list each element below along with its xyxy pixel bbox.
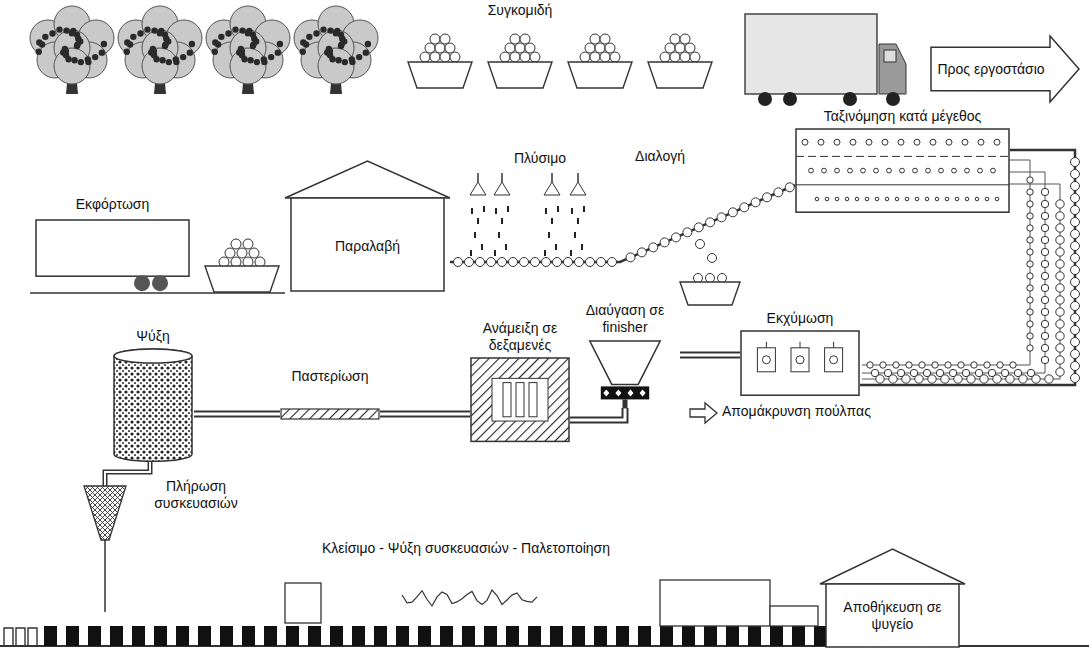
sorter-shape <box>795 128 1010 213</box>
filling-funnel <box>84 462 150 612</box>
sprinkler <box>570 173 586 256</box>
node-label: Ταξινόμηση κατά μέγεθος <box>795 108 1010 125</box>
funnel-shape <box>570 339 680 408</box>
harvest-bin <box>488 34 552 88</box>
node-label: Εκχύμωση <box>740 310 860 327</box>
node-label: Ψύξη <box>112 328 194 345</box>
tank-shape <box>470 357 570 442</box>
harvest-bin <box>568 34 632 88</box>
process-node: Ψύξη <box>112 328 194 462</box>
pipe-connector <box>194 414 280 415</box>
step-label: Διαλογή <box>620 148 700 165</box>
bar-shape <box>280 408 380 420</box>
orange-tree <box>206 6 290 94</box>
node-label: Προς εργοστάσιο <box>937 61 1044 78</box>
house-shape <box>820 548 965 648</box>
harvest-bin <box>408 34 472 88</box>
orange-tree <box>294 6 378 94</box>
sprinkler <box>544 173 560 256</box>
truck <box>745 14 906 106</box>
cylinder-shape <box>112 348 194 462</box>
node-label: Διαύγαση σε finisher <box>570 302 680 336</box>
trailer-shape <box>35 216 190 292</box>
process-node: Παραλαβή <box>285 160 450 292</box>
pulp-arrow <box>690 403 717 423</box>
orange-tree <box>30 6 114 94</box>
packaging-line <box>0 574 1089 646</box>
node-label: Παραλαβή <box>335 238 400 255</box>
process-node: Διαύγαση σε finisher <box>570 302 680 408</box>
pipe-connector <box>380 414 470 415</box>
harvest-bin <box>648 34 712 88</box>
process-node: Προς εργοστάσιο <box>930 35 1080 103</box>
extractor-shape <box>740 330 860 396</box>
step-label: Πλύσιμο <box>495 150 585 167</box>
process-node: Παστερίωση <box>280 368 380 420</box>
step-label: Πλήρωση συσκευασιών <box>146 478 246 512</box>
node-label: Εκφόρτωση <box>35 196 190 213</box>
node-label: Ανάμειξη σε δεξαμενές <box>470 320 570 354</box>
node-label: Αποθήκευση σε ψυγείο <box>826 599 959 633</box>
step-label: Συγκομιδή <box>470 2 570 19</box>
process-node: Ανάμειξη σε δεξαμενές <box>470 320 570 442</box>
step-label: Κλείσιμο - Ψύξη συσκευασιών - Παλετοποίη… <box>322 540 610 557</box>
pipe-connector <box>680 355 740 356</box>
house-shape <box>285 160 450 292</box>
sprinkler <box>470 173 486 256</box>
node-label: Παστερίωση <box>280 368 380 385</box>
conveyor-fruit <box>454 183 795 267</box>
reject-bin <box>680 240 740 306</box>
process-node: Αποθήκευση σε ψυγείο <box>820 548 965 648</box>
process-node: Εκχύμωση <box>740 310 860 396</box>
sprinkler <box>494 173 510 256</box>
conveyor-connector <box>450 185 795 262</box>
process-node: Εκφόρτωση <box>35 196 190 292</box>
step-label: Απομάκρυνση πούλπας <box>722 403 871 420</box>
pipe-connector <box>570 408 625 420</box>
process-node: Ταξινόμηση κατά μέγεθος <box>795 108 1010 213</box>
orange-tree <box>118 6 202 94</box>
